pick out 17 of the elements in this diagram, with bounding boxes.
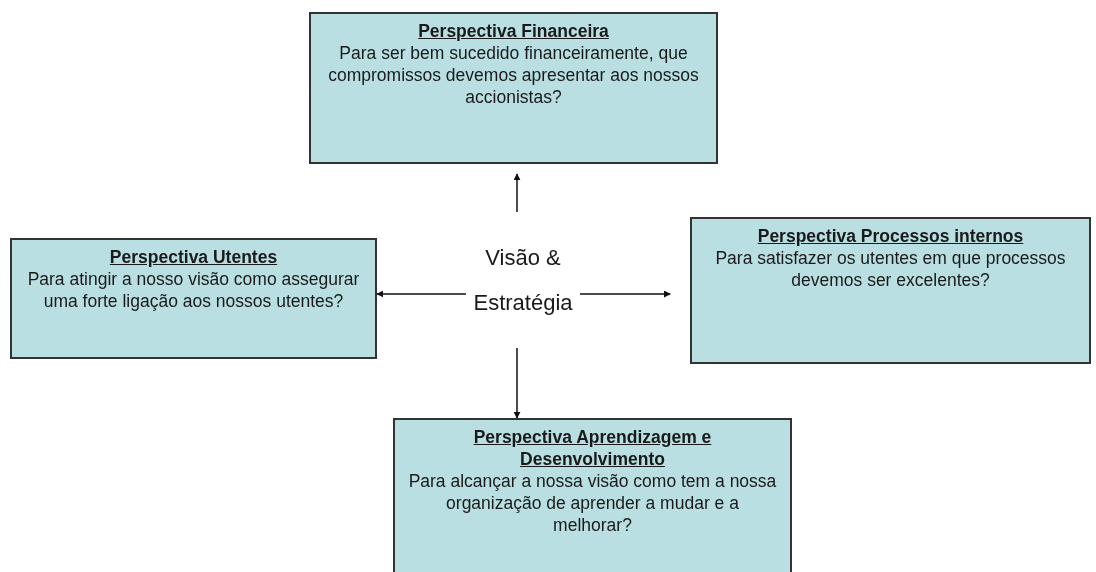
arrow: [513, 347, 521, 419]
arrow: [513, 173, 521, 213]
box-text: Para atingir a nosso visão como assegurar uma forte ligação aos nossos utentes?: [26, 268, 361, 312]
arrow: [579, 290, 671, 298]
perspective-box: [690, 217, 1091, 364]
box-text: Para alcançar a nossa visão como tem a nossa organização de aprender a mudar e a melhorar?: [407, 470, 778, 536]
box-text: Para satisfazer os utentes em que processos devemos ser excelentes?: [714, 247, 1067, 291]
box-text: Para ser bem sucedido financeiramente, que compromissos devemos apresentar aos nossos accionistas?: [327, 42, 700, 108]
perspective-box: [393, 418, 792, 572]
perspective-box: [10, 238, 377, 359]
arrow: [376, 290, 467, 298]
box-heading: Perspectiva Aprendizagem e Desenvolvimento: [472, 426, 713, 470]
perspective-box: [309, 12, 718, 164]
box-heading: Perspectiva Utentes: [109, 246, 278, 268]
box-heading: Perspectiva Processos internos: [757, 225, 1024, 247]
center-label: Visão & Estratégia: [472, 244, 574, 317]
box-heading: Perspectiva Financeira: [418, 20, 609, 42]
